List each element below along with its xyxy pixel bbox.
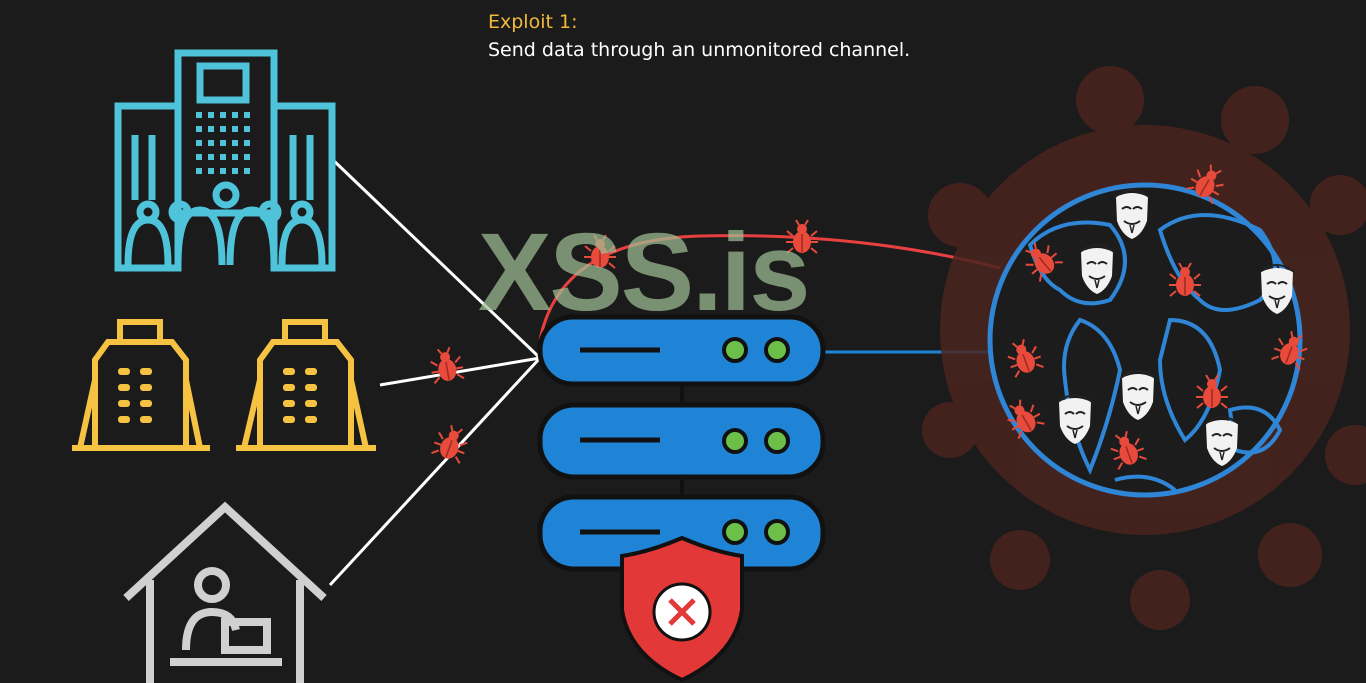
connection-lines: [328, 158, 1001, 587]
server-rack-icon: [537, 314, 826, 572]
globe-icon: [987, 182, 1303, 498]
unmonitored-channel: [538, 234, 1001, 341]
exploit-description: Send data through an unmonitored channel…: [488, 39, 911, 61]
office-windows: [196, 112, 250, 174]
exploit-label: Exploit 1:: [488, 11, 578, 33]
shield-x-icon: [620, 535, 744, 683]
exploit-caption: Exploit 1: Send data through an unmonito…: [488, 8, 910, 64]
bug-icon: [429, 420, 473, 465]
bug-icon: [426, 344, 467, 385]
branch-windows: [118, 368, 317, 423]
office-building-icon: [114, 49, 336, 272]
watermark-text: XSS.is: [478, 211, 810, 334]
home-worker-icon: [123, 501, 327, 683]
branch-office-icon: [72, 319, 376, 451]
